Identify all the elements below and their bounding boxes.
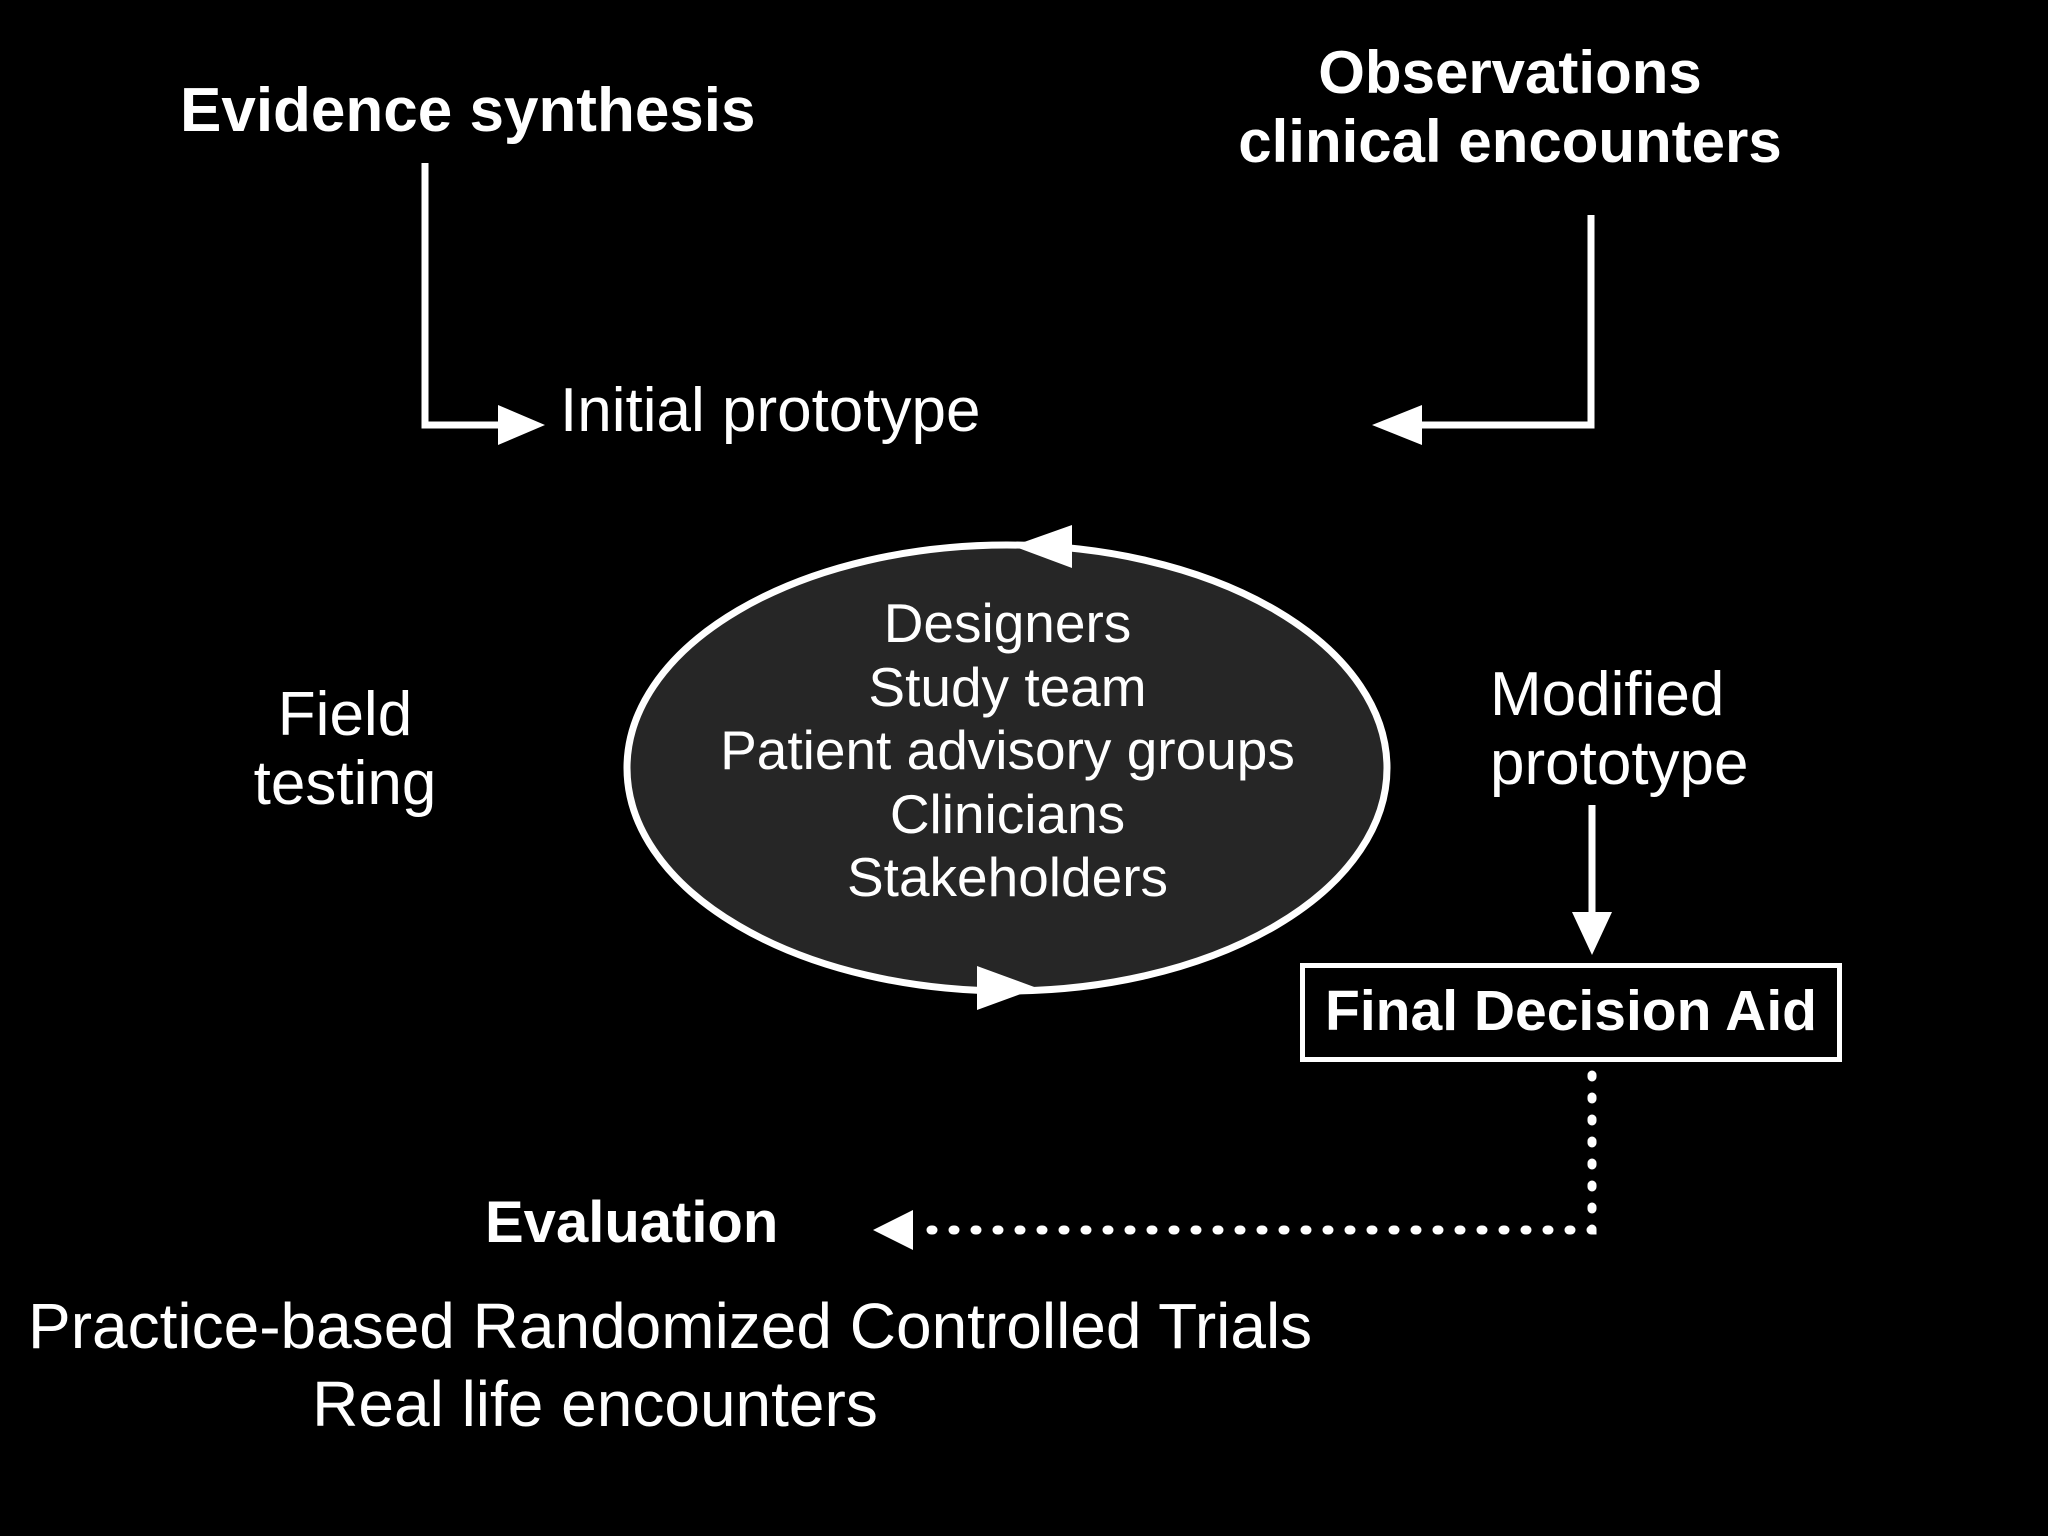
node-initial-prototype: Initial prototype (560, 376, 981, 445)
connector-modified-prototype-to-final-decision-aid (1572, 805, 1612, 955)
list-item: Stakeholders (846, 846, 1169, 909)
node-observations-clinical-encounters: Observations clinical encounters (1238, 39, 1782, 175)
node-final-decision-aid-box: Final Decision Aid (1300, 963, 1842, 1062)
connector-observations-to-initial-prototype (1372, 215, 1595, 445)
connector-final-decision-aid-to-evaluation (873, 1070, 1597, 1250)
footer-line-randomized-controlled-trials: Practice-based Randomized Controlled Tri… (28, 1290, 1313, 1362)
cycle-bottom-arrow-icon (977, 966, 1037, 1010)
node-evidence-synthesis: Evidence synthesis (180, 76, 756, 145)
node-modified-prototype: Modified prototype (1490, 660, 1749, 799)
list-item: Clinicians (889, 782, 1126, 845)
node-field-testing: Field testing (253, 680, 437, 819)
list-item: Study team (868, 655, 1147, 718)
node-final-decision-aid-label: Final Decision Aid (1325, 978, 1817, 1043)
cycle-top-arrow-icon (1013, 525, 1072, 568)
node-evaluation: Evaluation (485, 1190, 779, 1255)
stakeholder-list: Designers Study team Patient advisory gr… (625, 592, 1390, 910)
connector-evidence-to-initial-prototype (421, 163, 545, 445)
list-item: Designers (883, 592, 1132, 654)
footer-line-real-life-encounters: Real life encounters (312, 1368, 878, 1440)
list-item: Patient advisory groups (720, 719, 1295, 782)
